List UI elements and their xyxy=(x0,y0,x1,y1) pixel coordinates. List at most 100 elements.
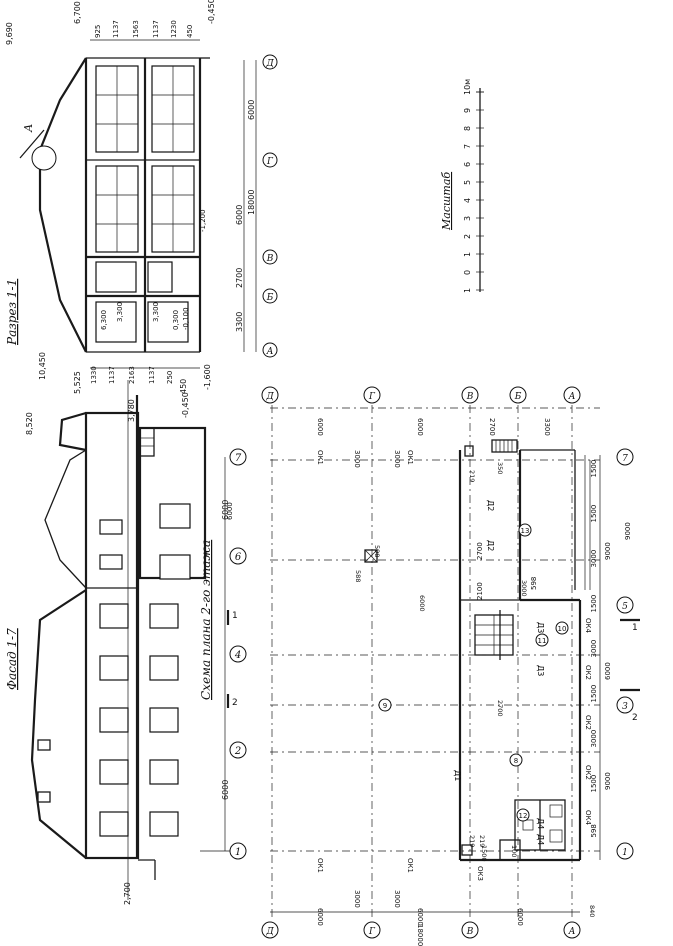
facade-level-2700: 2,700 xyxy=(123,882,132,905)
section-level-m0450: -0,450 xyxy=(207,0,216,24)
plan-window-ok1-c: ОК1 xyxy=(316,858,324,873)
facade-title: Фасад 1-7 xyxy=(5,628,19,690)
plan-dim-3000-a: 3000 xyxy=(353,450,361,468)
plan-bottom-total-3: 9000 xyxy=(604,772,612,790)
plan-misc-label: 219 xyxy=(478,835,486,847)
plan-span-top-1: 6000 xyxy=(316,418,324,436)
section-span-3: 6000 xyxy=(235,205,244,225)
section-axis-g: Г xyxy=(266,157,274,167)
plan-window-ok1-a: ОК1 xyxy=(316,450,324,465)
facade-dim-6000a: 6000 xyxy=(221,780,230,800)
plan-span-bottom-2: 6000 xyxy=(416,908,424,926)
plan-axis-top-g: Г xyxy=(368,392,376,402)
plan-window-ok4-a: ОК4 xyxy=(584,618,592,633)
plan-section-mark-1: 1 xyxy=(232,611,238,621)
plan-axis-bottom-g: Г xyxy=(368,927,376,937)
plan-door-d3-a: Д3 xyxy=(536,622,545,633)
plan-window-ok3: ОК3 xyxy=(476,866,484,881)
plan-door-d2-b: Д2 xyxy=(486,540,495,551)
section-axis-b: Б xyxy=(266,293,274,303)
plan-room-12: 12 xyxy=(519,812,528,820)
plan-section-mark-2b: 2 xyxy=(232,698,238,708)
plan-total-rows: 18000 xyxy=(416,924,424,946)
facade-windows xyxy=(99,503,191,837)
plan-2nd-floor: Д Г В Б А Д Г В А 7 5 3 1 1 2 ОК1 ОК1 ОК xyxy=(199,386,640,946)
section-room-level-4: 0,300 xyxy=(172,310,180,330)
facade-axis-1: 1 xyxy=(235,847,241,858)
scale-tick-label: 2 xyxy=(463,234,472,239)
facade-1-7: 1 2 4 6 7 6000 6000 8,520 3,780 2,700 Фа… xyxy=(5,380,247,905)
plan-span-top-2: 6000 xyxy=(416,418,424,436)
plan-section-mark-2: 2 xyxy=(632,713,638,723)
facade-axis-4: 4 xyxy=(234,650,241,661)
scale-title: Масштаб xyxy=(440,172,453,231)
plan-axis-bottom-d: Д xyxy=(265,927,274,937)
plan-room-10: 10 xyxy=(558,625,567,633)
plan-door-d4-b: Д4 xyxy=(536,834,545,845)
facade-axis-2: 2 xyxy=(234,746,241,757)
section-span-1: 3300 xyxy=(235,312,244,332)
plan-bottom-chain-label: 3000 xyxy=(590,640,598,658)
plan-door-d4-a: Д4 xyxy=(536,818,545,829)
scale-tick-label: 7 xyxy=(463,144,472,149)
plan-window-ok2-b: ОК2 xyxy=(584,715,592,730)
section-span-4: 6000 xyxy=(247,100,256,120)
scale-tick-label: 9 xyxy=(463,108,472,113)
section-mark-a: А xyxy=(22,124,35,133)
plan-dim-3000-c: 3000 xyxy=(353,890,361,908)
plan-bottom-chain-label: 598 xyxy=(590,824,598,837)
plan-axis-top-d: Д xyxy=(265,392,274,402)
section-axis-v: В xyxy=(266,254,274,264)
plan-misc-label: 588 xyxy=(354,570,362,582)
plan-col-dim-6000: 6000 xyxy=(226,502,234,520)
plan-door-d1: Д1 xyxy=(453,770,462,781)
plan-misc-label: 3000 xyxy=(520,580,528,597)
plan-misc-label: 598 xyxy=(373,545,381,557)
section-level-m0450b: -0,450 xyxy=(181,392,190,418)
plan-misc-label: 350 xyxy=(496,462,504,474)
section-chain-top-3: 1563 xyxy=(132,20,140,38)
plan-window-ok2-a: ОК2 xyxy=(584,665,592,680)
section-level-6700: 6,700 xyxy=(73,1,82,24)
facade-level-3780: 3,780 xyxy=(127,399,136,422)
scale-tick-label: 1 xyxy=(463,252,472,257)
section-total: 18000 xyxy=(247,190,256,215)
section-span-2: 2700 xyxy=(235,268,244,288)
plan-span-top-3: 2700 xyxy=(488,418,496,436)
plan-bottom-chain-label: 1500 xyxy=(590,595,598,613)
plan-misc-label: 2700 xyxy=(496,700,504,717)
plan-axis-bottom-v: В xyxy=(466,927,474,937)
plan-col-dim-2700: 2700 xyxy=(476,542,484,560)
section-note: -1,200 xyxy=(199,209,207,232)
section-chain-bottom-2: 1137 xyxy=(108,366,116,384)
facade-axis-7: 7 xyxy=(235,453,242,464)
facade-axis-6: 6 xyxy=(235,552,242,563)
section-chain-bottom-3: 2163 xyxy=(128,366,136,384)
section-level-5525: 5,525 xyxy=(73,371,82,394)
plan-window-ok4-b: ОК4 xyxy=(584,810,592,825)
plan-bottom-chain-label: 1500 xyxy=(590,775,598,793)
section-1-1: А 9,690 6,700 -0,450 10,450 5,525 450 -1… xyxy=(5,0,278,418)
plan-axis-right-5: 5 xyxy=(622,602,628,612)
plan-axis-top-b: Б xyxy=(514,392,522,402)
plan-axis-top-v: В xyxy=(466,392,474,402)
plan-window-ok2-c: ОК2 xyxy=(584,765,592,780)
section-chain-bottom-1: 1330 xyxy=(90,366,98,384)
plan-title: Схема плана 2-го этажа xyxy=(199,540,213,700)
section-room-level-5: -0,100 xyxy=(182,307,190,330)
scale-tick-label: 10м xyxy=(463,79,472,95)
section-chain-bottom-5: 250 xyxy=(166,371,174,384)
plan-span-top-4: 3300 xyxy=(543,418,551,436)
section-chain-bottom-4: 1137 xyxy=(148,366,156,384)
section-room-level-1: 6,300 xyxy=(100,310,108,330)
scale-tick-label: 0 xyxy=(463,270,472,275)
plan-bottom-total-1: 9000 xyxy=(604,542,612,560)
section-level-10450: 10,450 xyxy=(38,352,47,380)
scale-tick-label: 6 xyxy=(463,162,472,167)
section-axis-d: Д xyxy=(265,59,274,69)
section-windows xyxy=(95,65,195,343)
section-room-level-3: 3,300 xyxy=(152,302,160,322)
